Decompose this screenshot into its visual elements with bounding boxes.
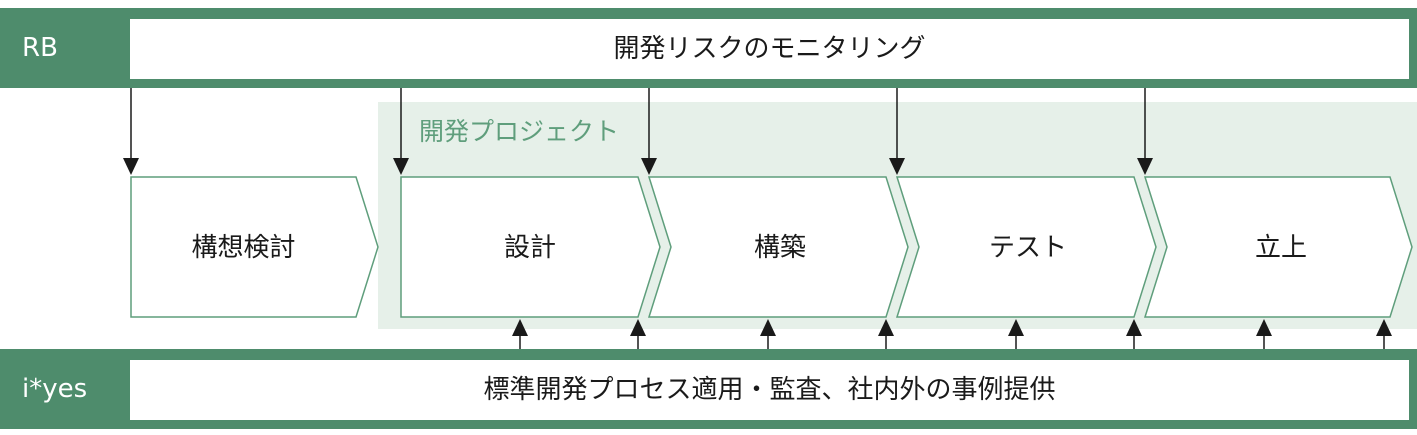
down-arrowhead-launch	[1137, 158, 1153, 175]
stage-shape-build	[647, 176, 909, 318]
up-arrowhead-1	[512, 319, 528, 336]
stage-shape-concept	[130, 176, 379, 318]
down-arrowhead-build	[641, 158, 657, 175]
up-arrowhead-7	[1256, 319, 1272, 336]
down-arrowhead-test	[889, 158, 905, 175]
up-arrowhead-5	[1008, 319, 1024, 336]
down-arrowhead-design	[393, 158, 409, 175]
top-band-tag: RB	[22, 33, 58, 63]
stage-label-test: テスト	[988, 233, 1067, 263]
bottom-band-tag: i*yes	[22, 374, 88, 404]
bottom-band-text: 標準開発プロセス適用・監査、社内外の事例提供	[130, 360, 1409, 420]
up-arrowhead-3	[760, 319, 776, 336]
stage-shape-launch	[1143, 176, 1413, 318]
stage-shape-test	[895, 176, 1157, 318]
up-arrowhead-4	[878, 319, 894, 336]
stage-shape-design	[400, 176, 661, 318]
up-arrowhead-6	[1126, 319, 1142, 336]
stage-label-design: 設計	[503, 233, 556, 263]
down-arrowhead-concept	[123, 158, 139, 175]
top-band-text: 開発リスクのモニタリング	[130, 19, 1409, 79]
project-label: 開発プロジェクト	[419, 117, 620, 146]
bottom-band: i*yes 標準開発プロセス適用・監査、社内外の事例提供	[0, 349, 1417, 429]
stage-label-concept: 構想検討	[191, 233, 296, 263]
up-arrows	[512, 319, 1392, 349]
up-arrowhead-8	[1376, 319, 1392, 336]
stage-label-build: 構築	[753, 233, 806, 263]
top-band: RB 開発リスクのモニタリング	[0, 8, 1417, 88]
stage-label-launch: 立上	[1254, 233, 1307, 263]
up-arrowhead-2	[630, 319, 646, 336]
down-arrows	[123, 88, 1153, 175]
